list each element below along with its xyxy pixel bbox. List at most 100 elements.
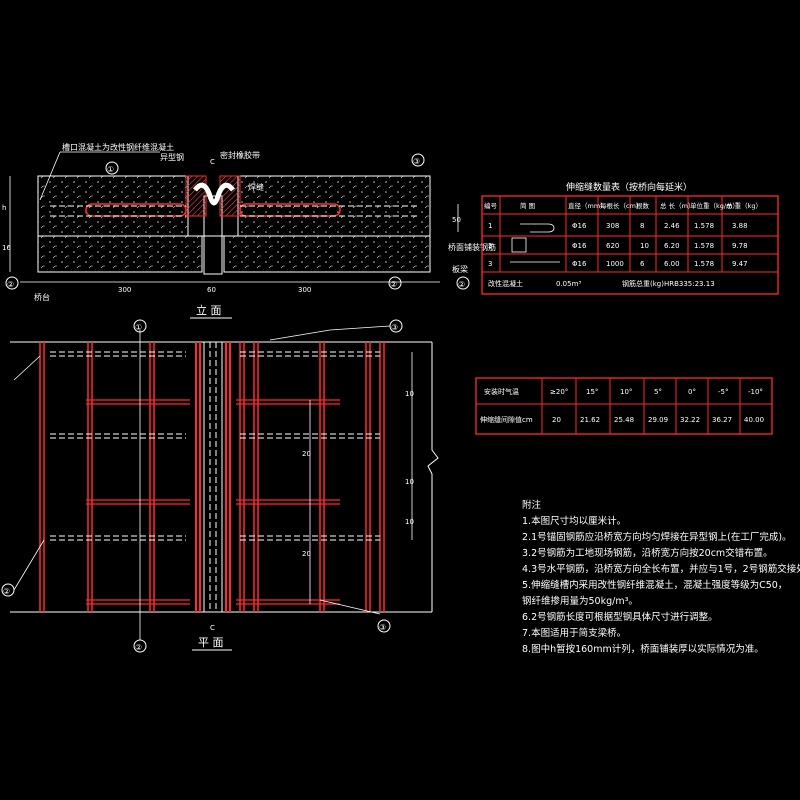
plan-dim-right-3: 10: [405, 518, 414, 526]
elevation-title: 立 面: [196, 303, 222, 317]
qt-r2-c0: 2: [488, 242, 492, 250]
plan-dim-right-1: 10: [405, 390, 414, 398]
qt-footer-left: 改性混凝土: [488, 279, 523, 288]
qt-r1-c0: 1: [488, 222, 492, 230]
qt-r2-c3: 620: [606, 242, 619, 250]
plan-marker-3b: ③: [379, 623, 386, 632]
plan-steel-lines: [195, 342, 231, 612]
tt-r1-4: 5°: [654, 388, 662, 396]
plan-dim-right-2: 10: [405, 478, 414, 486]
note-2: 2.1号锚固钢筋应沿桥宽方向均匀焊接在异型钢上(在工厂完成)。: [522, 531, 792, 543]
qt-r3-c5: 6.00: [664, 260, 680, 268]
profile-steel-left: [185, 175, 207, 217]
tt-r2-3: 25.48: [614, 416, 634, 424]
qt-r1-c3: 308: [606, 222, 619, 230]
qt-r1-c4: 8: [640, 222, 644, 230]
plan-title: 平 面: [198, 636, 224, 649]
tt-r2-2: 21.62: [580, 416, 600, 424]
note-8: 7.本图适用于简支梁桥。: [522, 627, 626, 639]
elevation-dim-16: 16: [2, 244, 11, 252]
notes-title: 附注: [522, 499, 542, 511]
expansion-gap: [203, 195, 223, 275]
qt-r2-c6: 1.578: [694, 242, 714, 250]
plan-horizontal-rebars: [86, 399, 340, 605]
qt-r2-c5: 6.20: [664, 242, 680, 250]
elevation-dim-h: h: [2, 204, 6, 212]
elevation-label-pavement: 板梁: [452, 264, 468, 274]
elevation-marker-2b: ②: [390, 280, 397, 289]
qt-header-5: 总 长（m）: [660, 201, 694, 210]
tt-r1-5: 0°: [688, 388, 696, 396]
plan-dim-mid-1: 20: [302, 450, 311, 458]
qt-header-0: 编号: [484, 201, 498, 210]
plan-dim-c: C: [210, 624, 215, 632]
tt-r1-0: 安装时气温: [484, 387, 519, 396]
qt-r3-c3: 1000: [606, 260, 624, 268]
tt-r1-2: 15°: [586, 388, 598, 396]
tt-r2-7: 40.00: [744, 416, 764, 424]
qt-footer-mid: 0.05m³: [556, 280, 581, 288]
elevation-label-rebar: 桥面铺装钢筋: [448, 242, 496, 252]
qt-header-2: 直径（mm）: [568, 201, 607, 210]
note-9: 8.图中h暂按160mm计列，桥面铺装厚以实际情况为准。: [522, 643, 764, 655]
elevation-dim-left: 300: [118, 286, 131, 294]
note-3: 3.2号钢筋为工地现场钢筋，沿桥宽方向按20cm交错布置。: [522, 547, 773, 559]
qt-r3-c7: 9.47: [732, 260, 748, 268]
note-4: 4.3号水平钢筋，沿桥宽方向全长布置，并应与1号，2号钢筋交接处焊接。: [522, 563, 800, 575]
tt-r1-6: -5°: [718, 388, 728, 396]
elevation-label-seal: 密封橡胶带: [220, 150, 260, 160]
note-6: 钢纤维掺用量为50kg/m³。: [522, 595, 638, 607]
plan-dashed-lines: [50, 342, 380, 612]
tt-r1-3: 10°: [620, 388, 632, 396]
elevation-dim-c: C: [210, 158, 215, 166]
qt-header-3: 每根长（cm）: [600, 201, 642, 210]
elevation-label-abutment: 桥台: [34, 292, 50, 302]
qt-header-6: 单位重（kg/m）: [690, 201, 739, 210]
elevation-label-weld: 焊缝: [248, 182, 264, 192]
plan-vertical-rebars: [39, 342, 385, 612]
note-7: 6.2号钢筋长度可根据型钢具体尺寸进行调整。: [522, 611, 718, 623]
qt-r3-c6: 1.578: [694, 260, 714, 268]
elevation-view: 300 60 300 h 16 50 槽口混凝土为改性钢纤维混凝土 异型钢 密封…: [2, 142, 496, 319]
tt-r2-6: 36.27: [712, 416, 732, 424]
elevation-left-deck: [37, 235, 203, 273]
elevation-marker-2a: ②: [7, 280, 14, 289]
tt-r2-5: 32.22: [680, 416, 700, 424]
tt-r2-0: 伸缩缝间隙值cm: [480, 415, 533, 424]
qt-r2-c2: Φ16: [572, 242, 587, 250]
notes-block: 附注 1.本图尺寸均以厘米计。 2.1号锚固钢筋应沿桥宽方向均匀焊接在异型钢上(…: [522, 499, 800, 655]
qt-body: 1 Φ16 308 8 2.46 1.578 3.88 2 Φ16 620 10…: [488, 222, 748, 288]
qt-r1-c7: 3.88: [732, 222, 748, 230]
elevation-label-steel: 异型钢: [160, 152, 184, 162]
elevation-dashed-lines: [50, 205, 420, 217]
plan-view: 10 10 10 20 20 C ① ③ ② ② ③ 平 面: [1, 319, 439, 653]
elevation-label-top: 槽口混凝土为改性钢纤维混凝土: [62, 142, 174, 152]
elevation-dim-mid: 60: [207, 286, 216, 294]
note-5: 5.伸缩缝槽内采用改性钢纤维混凝土，混凝土强度等级为C50，: [522, 579, 787, 591]
qt-header-4: 根数: [636, 201, 650, 210]
quantity-table: 伸缩缝数量表（按桥向每延米） 编号 简 图 直径（mm） 每根长（cm） 根数 …: [481, 181, 779, 295]
qt-r2-c7: 9.78: [732, 242, 748, 250]
qt-header-1: 简 图: [520, 201, 535, 210]
plan-marker-2b: ②: [135, 643, 142, 652]
qt-r1-c5: 2.46: [664, 222, 680, 230]
plan-dim-mid-2: 20: [302, 550, 311, 558]
plan-marker-3a: ③: [391, 323, 398, 332]
quantity-table-title: 伸缩缝数量表（按桥向每延米）: [566, 181, 692, 193]
plan-marker-1: ①: [135, 323, 142, 332]
qt-r1-c6: 1.578: [694, 222, 714, 230]
qt-r3-c2: Φ16: [572, 260, 587, 268]
elevation-dim-right: 300: [298, 286, 311, 294]
qt-r1-c2: Φ16: [572, 222, 587, 230]
plan-gap: [203, 341, 223, 613]
note-1: 1.本图尺寸均以厘米计。: [522, 515, 626, 527]
elevation-dim-50: 50: [452, 216, 461, 224]
temperature-table: 安装时气温 ≥20° 15° 10° 5° 0° -5° -10° 伸缩缝间隙值…: [475, 377, 773, 435]
qt-r3-c4: 6: [640, 260, 645, 268]
tt-r1-7: -10°: [748, 388, 763, 396]
tt-r2-4: 29.09: [648, 416, 668, 424]
plan-marker-2a: ②: [3, 587, 10, 596]
elevation-marker-3: ③: [413, 157, 420, 166]
qt-header-7: 总 重（kg）: [726, 201, 762, 210]
elevation-marker-2c: ②: [458, 280, 465, 289]
